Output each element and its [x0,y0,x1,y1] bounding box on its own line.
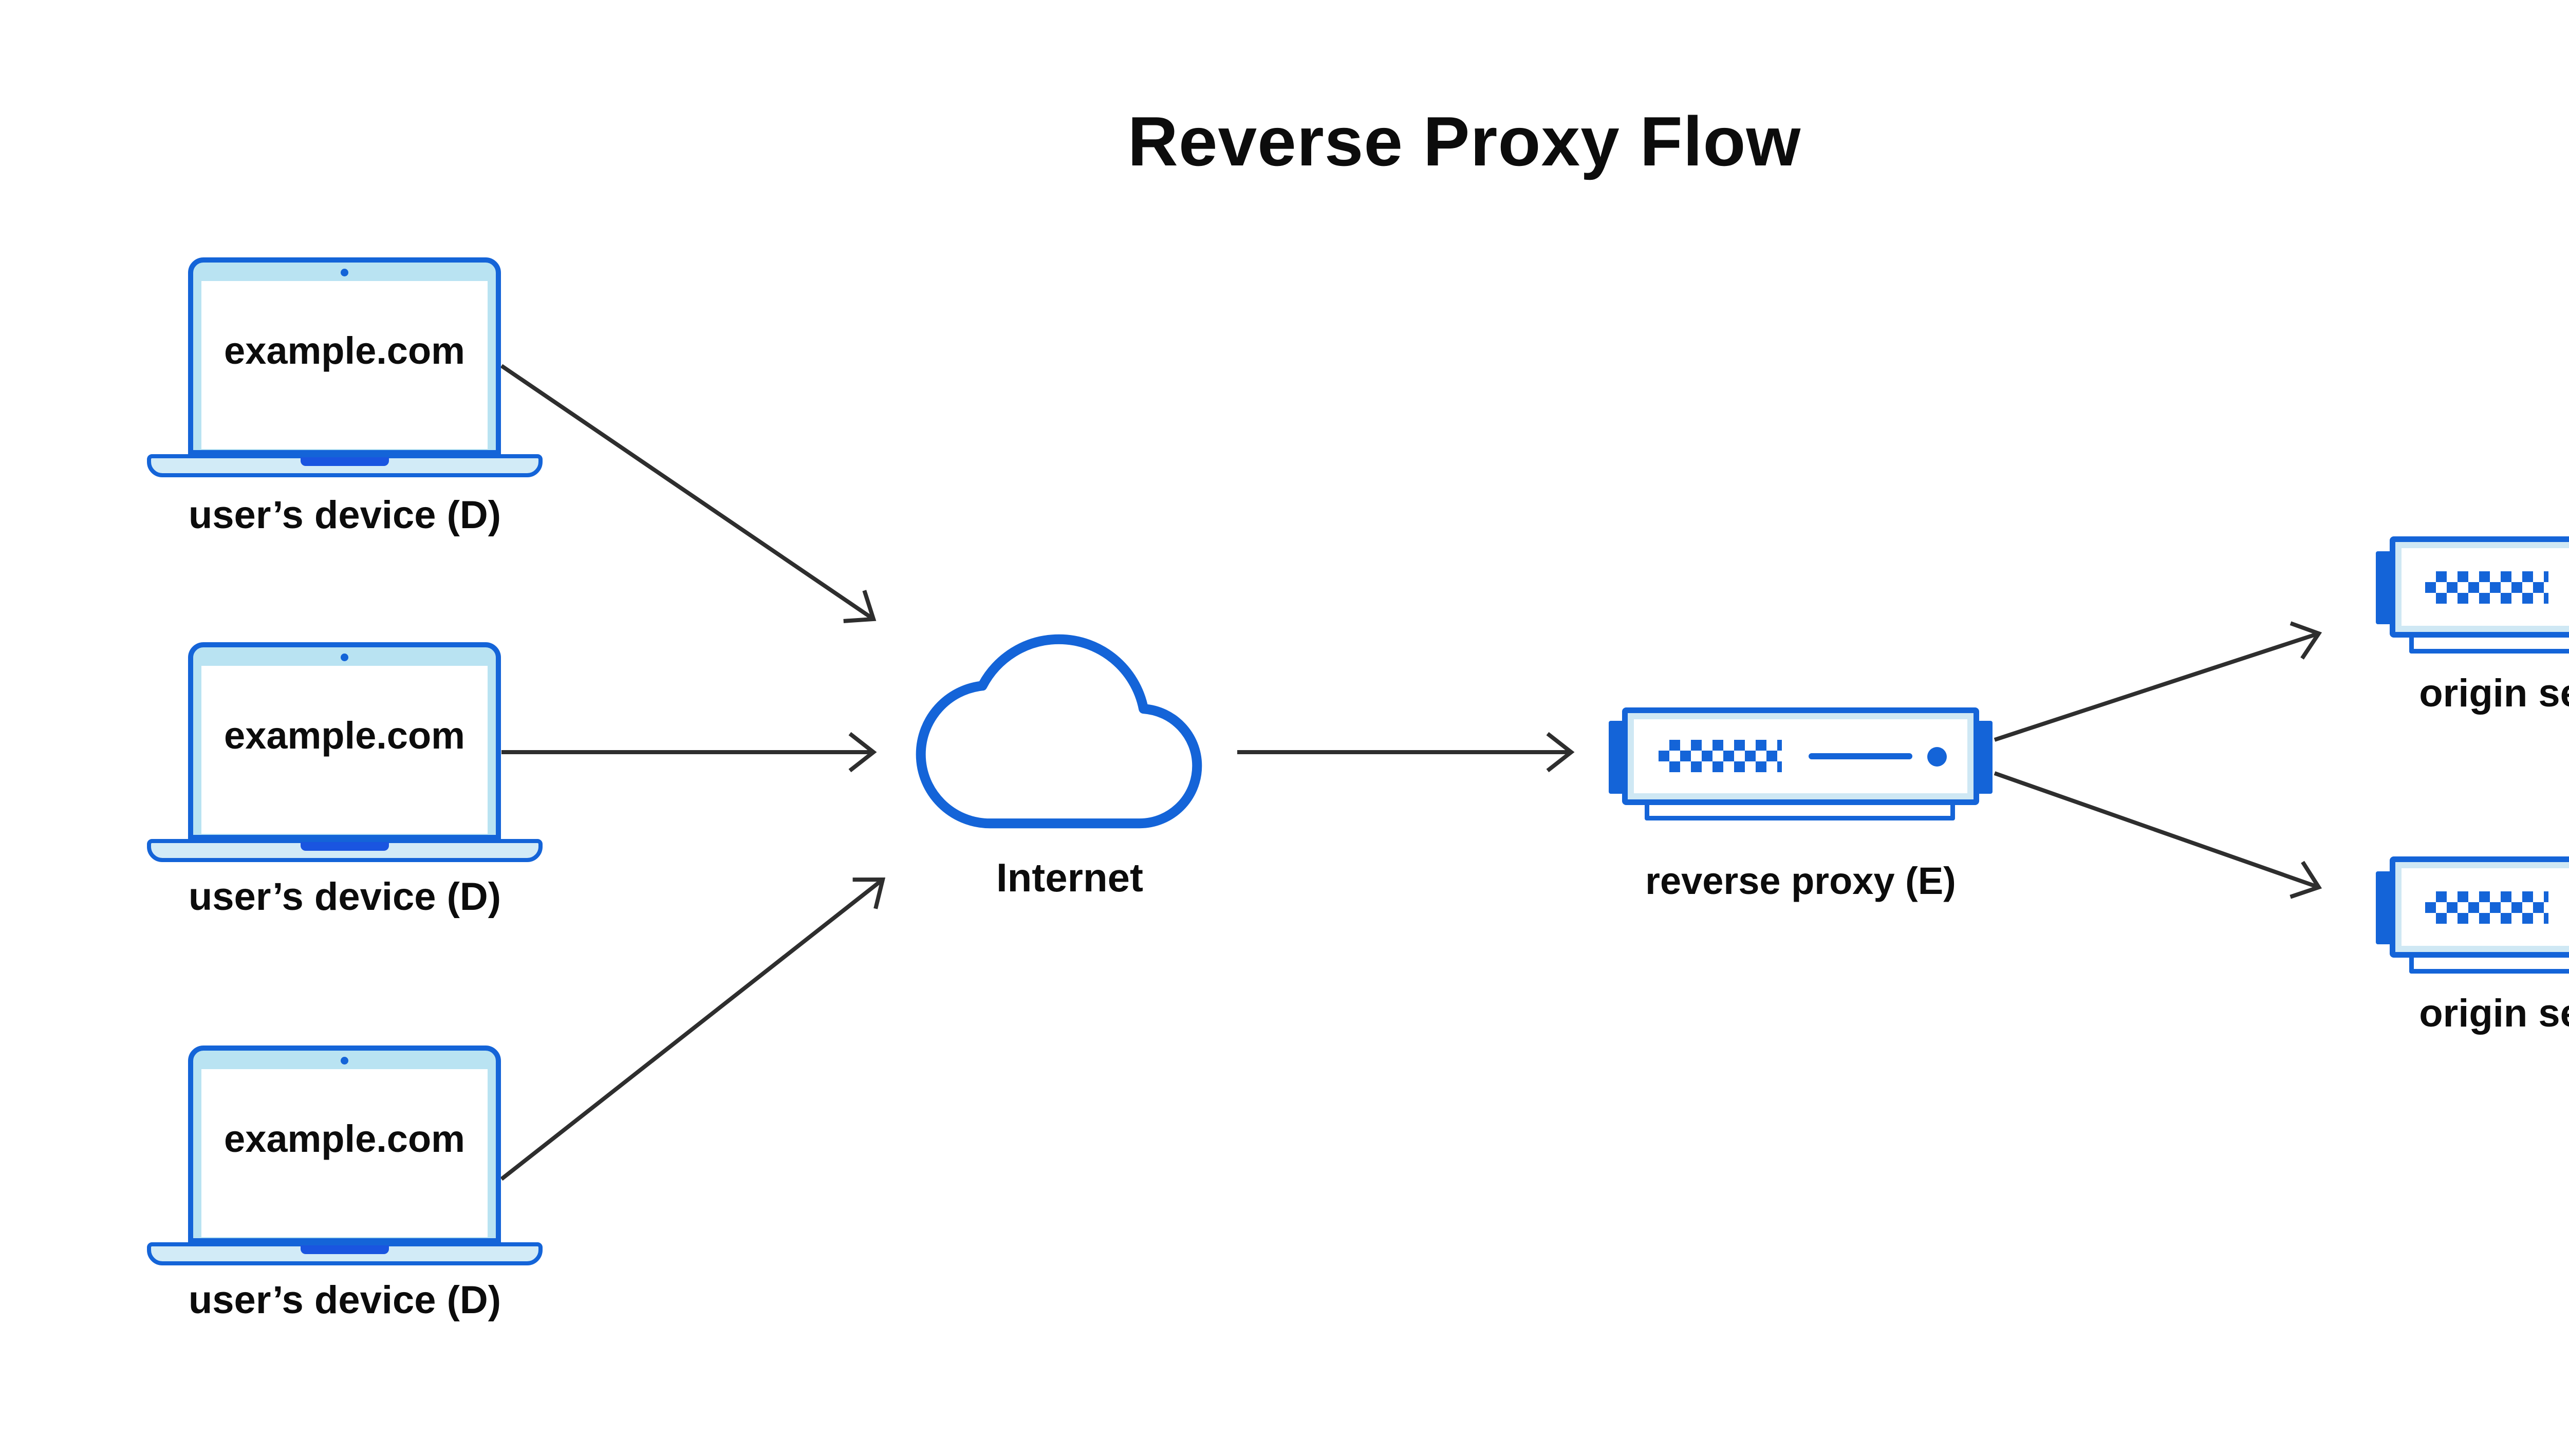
origin-server-icon [2376,536,2569,656]
laptop-screen: example.com [201,666,488,834]
origin-server-icon [2376,856,2569,976]
page-title: Reverse Proxy Flow [1127,102,1801,180]
server-vents-icon [1659,740,1782,772]
reverse-proxy-icon [1609,707,1993,823]
laptop-icon: example.com [188,257,501,455]
arrow-proxy-to-origin1 [1994,621,2322,742]
device-screen-url: example.com [224,714,465,757]
arrow-proxy-to-origin2 [1994,771,2322,899]
server-vents-icon [2425,571,2548,604]
server-chassis [2390,856,2569,958]
camera-dot-icon [340,1057,348,1065]
device-label: user’s device (D) [188,875,501,919]
origin-server-label: origin server (F) [2419,671,2569,715]
arrow-device3-to-internet [500,877,886,1181]
laptop-icon: example.com [188,1046,501,1243]
laptop-base [147,454,543,477]
laptop-base [147,1242,543,1265]
server-slot-icon [1809,753,1912,759]
laptop-base [147,839,543,862]
laptop-screen: example.com [201,281,488,449]
camera-dot-icon [340,654,348,661]
device-screen-url: example.com [224,329,465,372]
reverse-proxy-label: reverse proxy (E) [1645,860,1956,902]
camera-dot-icon [340,269,348,276]
laptop-hinge-icon [301,457,389,466]
device-label: user’s device (D) [188,1278,501,1322]
laptop-icon: example.com [188,642,501,840]
server-vents-icon [2425,891,2548,924]
laptop-hinge-icon [301,1245,389,1254]
server-led-icon [1927,747,1947,767]
origin-server-label: origin server (F) [2419,992,2569,1035]
internet-label: Internet [996,855,1144,900]
device-screen-url: example.com [224,1117,465,1160]
arrow-device1-to-internet [500,364,877,623]
laptop-screen: example.com [201,1069,488,1237]
device-label: user’s device (D) [188,493,501,537]
laptop-hinge-icon [301,842,389,851]
cloud-icon [916,634,1202,829]
